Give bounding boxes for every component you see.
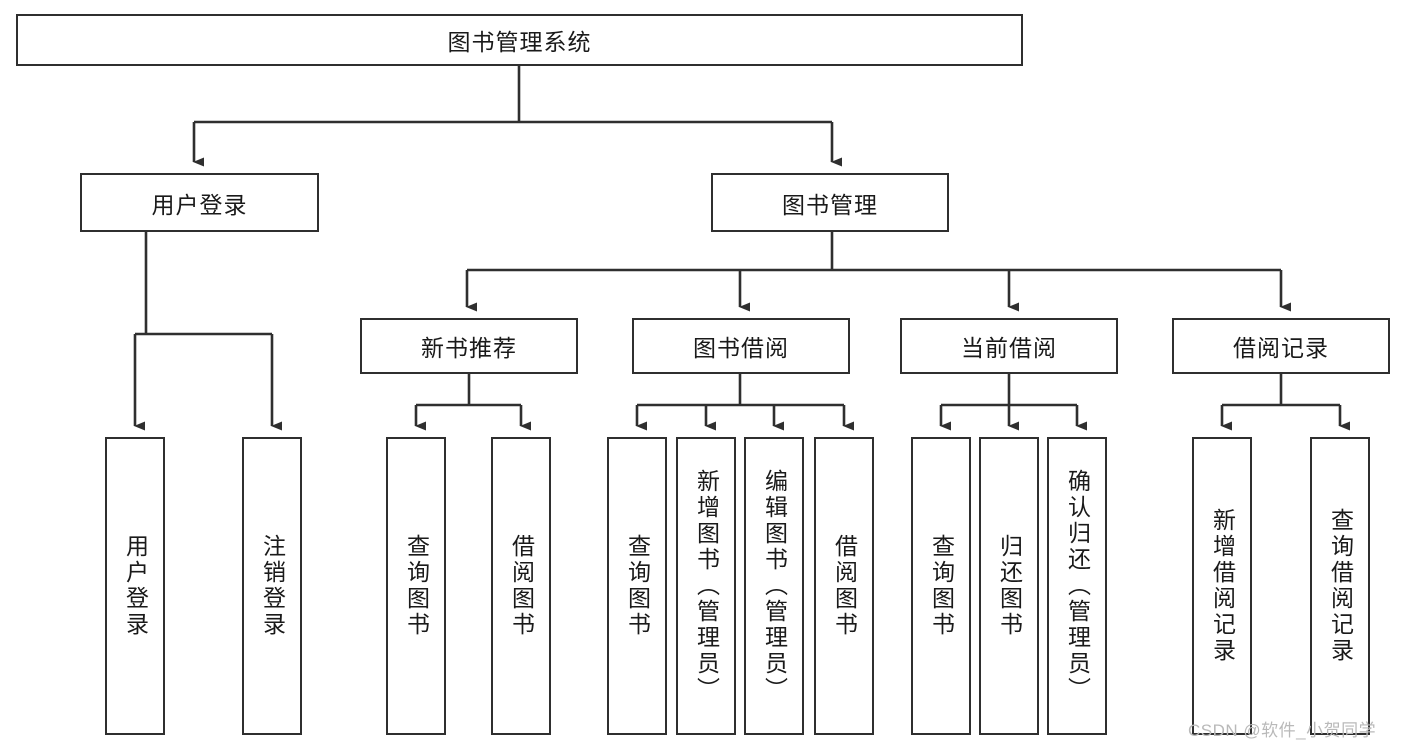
node-borrow-record[interactable]: 借阅记录 — [1172, 318, 1390, 374]
leaf-user-login-login[interactable]: 用户登录 — [105, 437, 165, 735]
leaf-book-borrow-borrow-book[interactable]: 借阅图书 — [814, 437, 874, 735]
node-new-book-recommend[interactable]: 新书推荐 — [360, 318, 578, 374]
leaf-borrow-record-add-record[interactable]: 新增借阅记录 — [1192, 437, 1252, 735]
node-label: 图书借阅 — [693, 335, 789, 361]
node-label: 查询借阅记录 — [1327, 508, 1354, 664]
node-label: 查询图书 — [403, 534, 430, 638]
leaf-current-borrow-query-book[interactable]: 查询图书 — [911, 437, 971, 735]
node-label: 用户登录 — [122, 534, 149, 638]
node-label: 编辑图书（管理员） — [761, 469, 788, 703]
node-label: 新书推荐 — [421, 335, 517, 361]
node-label: 图书管理系统 — [447, 29, 592, 55]
node-label: 图书管理 — [782, 191, 878, 218]
node-label: 确认归还（管理员） — [1064, 469, 1091, 703]
node-label: 注销登录 — [259, 534, 286, 638]
node-label: 新增借阅记录 — [1209, 508, 1236, 664]
node-user-login[interactable]: 用户登录 — [80, 173, 319, 232]
node-label: 当前借阅 — [961, 335, 1057, 361]
node-current-borrow[interactable]: 当前借阅 — [900, 318, 1118, 374]
leaf-new-book-query-book[interactable]: 查询图书 — [386, 437, 446, 735]
node-label: 新增图书（管理员） — [693, 469, 720, 703]
leaf-borrow-record-query-record[interactable]: 查询借阅记录 — [1310, 437, 1370, 735]
leaf-current-borrow-confirm-return-admin[interactable]: 确认归还（管理员） — [1047, 437, 1107, 735]
leaf-book-borrow-add-book-admin[interactable]: 新增图书（管理员） — [676, 437, 736, 735]
leaf-book-borrow-query-book[interactable]: 查询图书 — [607, 437, 667, 735]
node-label: 借阅图书 — [508, 534, 535, 638]
node-label: 借阅图书 — [831, 534, 858, 638]
leaf-new-book-borrow-book[interactable]: 借阅图书 — [491, 437, 551, 735]
node-book-borrow[interactable]: 图书借阅 — [632, 318, 850, 374]
leaf-user-login-logout[interactable]: 注销登录 — [242, 437, 302, 735]
node-label: 用户登录 — [151, 191, 248, 218]
node-label: 查询图书 — [624, 534, 651, 638]
leaf-book-borrow-edit-book-admin[interactable]: 编辑图书（管理员） — [744, 437, 804, 735]
node-label: 借阅记录 — [1233, 335, 1329, 361]
leaf-current-borrow-return-book[interactable]: 归还图书 — [979, 437, 1039, 735]
node-label: 归还图书 — [996, 534, 1023, 638]
csdn-watermark: CSDN @软件_小贺同学 — [1188, 721, 1377, 740]
node-root-book-management-system[interactable]: 图书管理系统 — [16, 14, 1023, 66]
node-label: 查询图书 — [928, 534, 955, 638]
node-book-management[interactable]: 图书管理 — [711, 173, 949, 232]
